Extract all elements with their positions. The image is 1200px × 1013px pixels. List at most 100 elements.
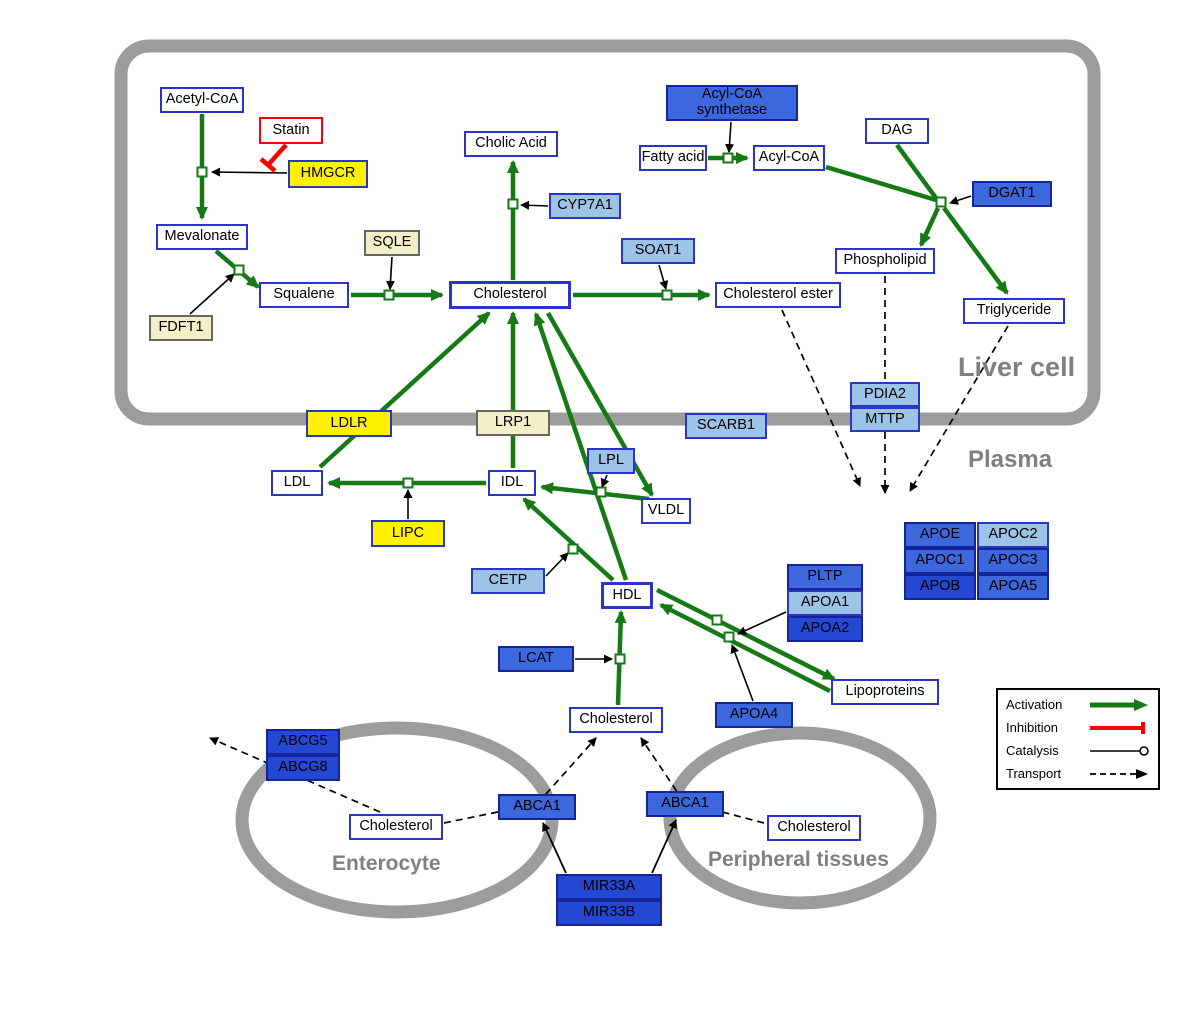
transport-triglyceride-plasma <box>909 325 1009 492</box>
node-apoc2[interactable]: APOC2 <box>977 522 1049 548</box>
catalysis-acylcoa-synthetase <box>725 121 735 153</box>
node-ldl[interactable]: LDL <box>271 470 323 496</box>
node-mir33b[interactable]: MIR33B <box>556 900 662 926</box>
peripheral-tissues-label: Peripheral tissues <box>708 848 889 871</box>
edge-hdl-cetp-idl <box>522 497 615 582</box>
node-scarb1[interactable]: SCARB1 <box>685 413 767 439</box>
node-apoa2[interactable]: APOA2 <box>787 616 863 642</box>
catalysis-fdft1 <box>189 273 235 315</box>
node-phospholipid[interactable]: Phospholipid <box>835 248 935 274</box>
node-apob[interactable]: APOB <box>904 574 976 600</box>
node-ldlr[interactable]: LDLR <box>306 410 392 437</box>
node-hdl[interactable]: HDL <box>601 582 653 609</box>
node-abca1-right[interactable]: ABCA1 <box>646 791 724 817</box>
node-apoa4[interactable]: APOA4 <box>715 702 793 728</box>
legend-row-catalysis: Catalysis <box>1006 743 1150 759</box>
transport-cholesterol-abcg5g8-out <box>209 737 381 813</box>
inhibition-tbar-icon <box>1090 721 1145 734</box>
node-cholesterol-peripheral[interactable]: Cholesterol <box>767 815 861 841</box>
catalysis-lpl <box>600 474 610 488</box>
legend-catalysis-label: Catalysis <box>1006 743 1059 758</box>
node-pdia2[interactable]: PDIA2 <box>850 382 920 407</box>
node-apoa5[interactable]: APOA5 <box>977 574 1049 600</box>
liver-cell-label: Liver cell <box>958 352 1076 382</box>
catalysis-hmgcr <box>211 167 288 177</box>
catalysis-apoa4 <box>730 644 754 702</box>
node-statin[interactable]: Statin <box>259 117 323 144</box>
edge-ldl-ldlr-cholesterol <box>318 311 491 469</box>
legend-row-transport: Transport <box>1006 766 1150 782</box>
transport-cholesterol-abca1-right <box>640 737 765 824</box>
inhibition-statin-hmgcr <box>266 143 288 167</box>
edge-dag-junction <box>895 143 938 200</box>
edge-lipoproteins-hdl <box>659 602 832 694</box>
inhibition-edge <box>259 143 288 173</box>
node-lpl[interactable]: LPL <box>587 448 635 474</box>
catalysis-circle-icon <box>1090 745 1149 756</box>
node-abca1-left[interactable]: ABCA1 <box>498 794 576 820</box>
compartment-outlines <box>114 39 1101 919</box>
node-hmgcr[interactable]: HMGCR <box>288 160 368 188</box>
node-dgat1[interactable]: DGAT1 <box>972 181 1052 207</box>
liver-cell-membrane <box>114 39 1101 426</box>
node-cholesterol-enterocyte[interactable]: Cholesterol <box>349 814 443 840</box>
catalysis-cyp7a1 <box>520 200 549 210</box>
legend-inhibition-label: Inhibition <box>1006 720 1059 735</box>
node-cholesterol-ester[interactable]: Cholesterol ester <box>715 282 841 308</box>
edge-hdl-cholesterol-liver <box>533 312 629 581</box>
node-squalene[interactable]: Squalene <box>259 282 349 308</box>
node-fdft1[interactable]: FDFT1 <box>149 315 213 341</box>
node-apoa1[interactable]: APOA1 <box>787 590 863 616</box>
edge-junction-triglyceride <box>942 206 1009 295</box>
arrow-mir33-abca1-left <box>542 822 567 874</box>
node-mttp[interactable]: MTTP <box>850 407 920 432</box>
node-mevalonate[interactable]: Mevalonate <box>156 224 248 250</box>
node-fatty-acid[interactable]: Fatty acid <box>639 145 707 171</box>
transport-dashed-arrow-icon <box>1090 768 1148 779</box>
node-lcat[interactable]: LCAT <box>498 646 574 672</box>
edge-acylcoa-junction <box>825 164 937 203</box>
node-dag[interactable]: DAG <box>865 118 929 144</box>
node-acetyl-coa[interactable]: Acetyl-CoA <box>160 87 244 113</box>
node-sqle[interactable]: SQLE <box>364 230 420 256</box>
legend: Activation Inhibition Catalysis Transpor… <box>996 688 1160 790</box>
inhibition-tbar <box>259 157 277 173</box>
node-cholesterol-liver[interactable]: Cholesterol <box>449 281 571 309</box>
node-mir33a[interactable]: MIR33A <box>556 874 662 900</box>
node-apoc1[interactable]: APOC1 <box>904 548 976 574</box>
node-soat1[interactable]: SOAT1 <box>621 238 695 264</box>
node-pltp[interactable]: PLTP <box>787 564 863 590</box>
node-cetp[interactable]: CETP <box>471 568 545 594</box>
node-apoc3[interactable]: APOC3 <box>977 548 1049 574</box>
enterocyte-membrane <box>235 721 559 919</box>
node-lipoproteins[interactable]: Lipoproteins <box>831 679 939 705</box>
catalysis-cetp <box>545 552 569 577</box>
node-idl[interactable]: IDL <box>488 470 536 496</box>
plasma-label: Plasma <box>968 446 1053 473</box>
node-cyp7a1[interactable]: CYP7A1 <box>549 193 621 219</box>
node-triglyceride[interactable]: Triglyceride <box>963 298 1065 324</box>
enterocyte-label: Enterocyte <box>332 852 441 875</box>
node-cholesterol-plasma[interactable]: Cholesterol <box>569 707 663 733</box>
node-abcg5[interactable]: ABCG5 <box>266 729 340 755</box>
node-lrp1[interactable]: LRP1 <box>476 410 550 436</box>
peripheral-tissues-membrane <box>663 726 937 910</box>
node-acyl-coa[interactable]: Acyl-CoA <box>753 145 825 171</box>
node-lipc[interactable]: LIPC <box>371 520 445 547</box>
catalysis-edges <box>189 121 972 874</box>
reaction-nodes <box>196 152 947 665</box>
legend-transport-label: Transport <box>1006 766 1062 781</box>
transport-cholesterolester-plasma <box>781 309 861 487</box>
node-abcg8[interactable]: ABCG8 <box>266 755 340 781</box>
catalysis-apoa-block <box>737 611 787 635</box>
arrow-mir33-abca1-right <box>651 819 677 874</box>
legend-row-activation: Activation <box>1006 697 1150 713</box>
node-vldl[interactable]: VLDL <box>641 498 691 524</box>
activation-arrow-icon <box>1090 698 1148 711</box>
node-cholic-acid[interactable]: Cholic Acid <box>464 131 558 157</box>
edge-junction-phospholipid <box>918 207 941 247</box>
node-acyl-coa-synthetase[interactable]: Acyl-CoA synthetase <box>666 85 798 121</box>
node-apoe[interactable]: APOE <box>904 522 976 548</box>
